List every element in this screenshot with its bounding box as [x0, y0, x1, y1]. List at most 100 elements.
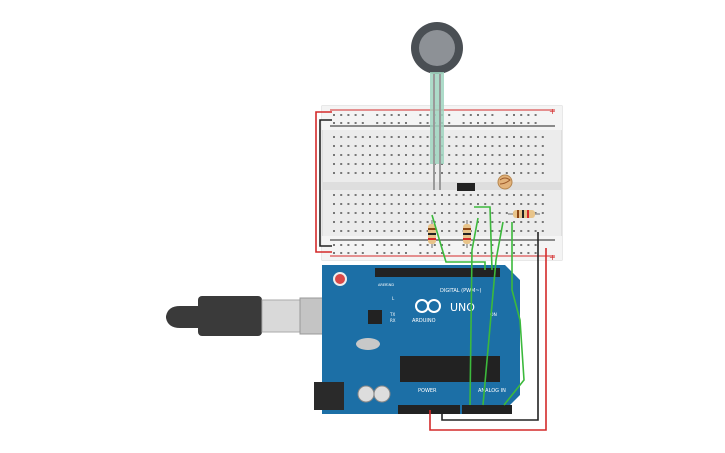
- breadboard-hole: [419, 172, 422, 174]
- breadboard-hole: [405, 252, 407, 254]
- breadboard-hole: [361, 163, 364, 165]
- breadboard-hole: [376, 122, 379, 124]
- breadboard-hole: [347, 212, 350, 214]
- slide-switch[interactable]: [457, 183, 475, 191]
- breadboard-hole: [498, 230, 501, 232]
- breadboard-hole: [376, 145, 379, 147]
- breadboard-hole: [405, 122, 407, 124]
- wire-green-3[interactable]: [469, 217, 479, 406]
- breadboard-hole: [455, 194, 458, 196]
- resistor-2[interactable]: [463, 220, 471, 248]
- wire-green-2[interactable]: [474, 206, 493, 271]
- breadboard-hole: [333, 172, 335, 174]
- wire-green-1[interactable]: [431, 214, 486, 270]
- resistor-3[interactable]: [508, 210, 540, 218]
- breadboard-hole: [354, 145, 357, 147]
- breadboard-hole: [541, 203, 544, 205]
- breadboard-hole: [527, 221, 530, 223]
- wire-green-5[interactable]: [482, 221, 504, 406]
- breadboard-hole: [477, 172, 479, 174]
- breadboard-hole: [462, 136, 465, 138]
- power-header: [398, 405, 460, 414]
- breadboard-hole: [513, 230, 515, 232]
- breadboard-hole: [383, 212, 386, 214]
- breadboard-hole: [376, 194, 379, 196]
- breadboard-hole: [477, 252, 479, 254]
- breadboard-hole: [347, 172, 350, 174]
- breadboard-hole: [426, 114, 429, 116]
- breadboard-hole: [405, 221, 407, 223]
- breadboard-hole: [491, 114, 494, 116]
- force-sensor[interactable]: [411, 22, 463, 190]
- breadboard-hole: [433, 194, 436, 196]
- breadboard-hole: [397, 163, 400, 165]
- breadboard-hole: [390, 212, 393, 214]
- breadboard-hole: [491, 172, 494, 174]
- wire-rail-black[interactable]: [319, 119, 332, 247]
- breadboard-hole: [397, 203, 400, 205]
- breadboard-hole: [426, 163, 429, 165]
- breadboard-hole: [376, 221, 379, 223]
- power-jack[interactable]: [314, 382, 344, 410]
- breadboard-hole: [340, 114, 343, 116]
- breadboard-hole: [369, 145, 371, 147]
- breadboard-hole: [541, 221, 544, 223]
- breadboard-hole: [448, 252, 451, 254]
- breadboard-hole: [361, 194, 364, 196]
- breadboard-hole: [527, 230, 530, 232]
- breadboard-hole: [419, 252, 422, 254]
- breadboard-hole: [333, 163, 335, 165]
- breadboard-hole: [426, 230, 429, 232]
- breadboard-hole: [397, 154, 400, 156]
- breadboard-hole: [527, 194, 530, 196]
- breadboard-hole: [405, 212, 407, 214]
- breadboard-hole: [462, 252, 465, 254]
- breadboard-hole: [469, 221, 472, 223]
- breadboard-hole: [405, 114, 407, 116]
- breadboard-hole: [462, 203, 465, 205]
- breadboard-hole: [505, 114, 508, 116]
- breadboard-hole: [340, 172, 343, 174]
- breadboard-hole: [426, 244, 429, 246]
- breadboard-hole: [534, 203, 537, 205]
- wire-rail-red[interactable]: [315, 111, 332, 253]
- breadboard-hole: [397, 194, 400, 196]
- wire-red-5v[interactable]: [429, 248, 547, 431]
- breadboard-hole: [419, 154, 422, 156]
- breadboard-hole: [477, 154, 479, 156]
- rail-plus-label: +: [549, 107, 556, 116]
- breadboard-hole: [505, 194, 508, 196]
- breadboard-hole: [412, 172, 415, 174]
- breadboard-hole: [527, 172, 530, 174]
- breadboard-hole: [397, 172, 400, 174]
- breadboard-hole: [441, 194, 443, 196]
- breadboard-hole: [455, 172, 458, 174]
- breadboard-hole: [484, 172, 487, 174]
- usb-cable[interactable]: [166, 296, 349, 336]
- breadboard-hole: [354, 114, 357, 116]
- breadboard-hole: [491, 212, 494, 214]
- breadboard-hole: [469, 212, 472, 214]
- wire-green-4[interactable]: [503, 222, 525, 406]
- breadboard-hole: [469, 154, 472, 156]
- photoresistor[interactable]: [497, 174, 513, 190]
- breadboard-hole: [397, 212, 400, 214]
- breadboard-hole: [405, 244, 407, 246]
- breadboard-hole: [412, 194, 415, 196]
- breadboard-hole: [477, 230, 479, 232]
- reset-button[interactable]: [333, 272, 347, 286]
- wire-black-gnd[interactable]: [441, 232, 539, 421]
- analog-header: [462, 405, 512, 414]
- breadboard-hole: [498, 163, 501, 165]
- breadboard-hole: [477, 163, 479, 165]
- breadboard-hole: [534, 145, 537, 147]
- breadboard-hole: [347, 154, 350, 156]
- power-label: POWER: [418, 388, 437, 394]
- breadboard-hole: [390, 154, 393, 156]
- breadboard-hole: [397, 230, 400, 232]
- breadboard-hole: [455, 203, 458, 205]
- breadboard-hole: [520, 203, 523, 205]
- breadboard-hole: [361, 221, 364, 223]
- resistor-1[interactable]: [428, 220, 436, 248]
- breadboard-hole: [376, 244, 379, 246]
